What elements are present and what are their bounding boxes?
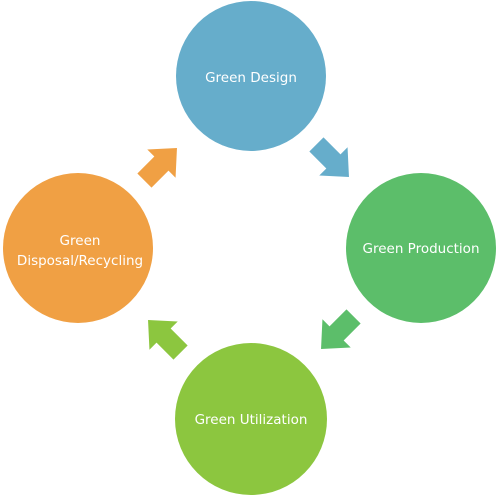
node-green-production <box>346 173 496 323</box>
node-green-recycling-label-line2: Disposal/Recycling <box>17 253 143 269</box>
node-green-utilization <box>175 343 327 495</box>
arrow-design-to-production <box>302 130 364 192</box>
arrow-recycling-to-design <box>130 133 192 195</box>
arrow-utilization-to-recycling <box>133 305 195 367</box>
node-green-recycling <box>3 173 153 323</box>
arrow-production-to-utilization <box>306 302 368 364</box>
node-green-recycling-label-line1: Green <box>60 233 101 249</box>
node-green-utilization-label: Green Utilization <box>195 412 308 428</box>
node-green-production-label: Green Production <box>363 241 480 257</box>
node-green-design-label: Green Design <box>205 70 297 86</box>
node-green-design <box>176 1 326 151</box>
